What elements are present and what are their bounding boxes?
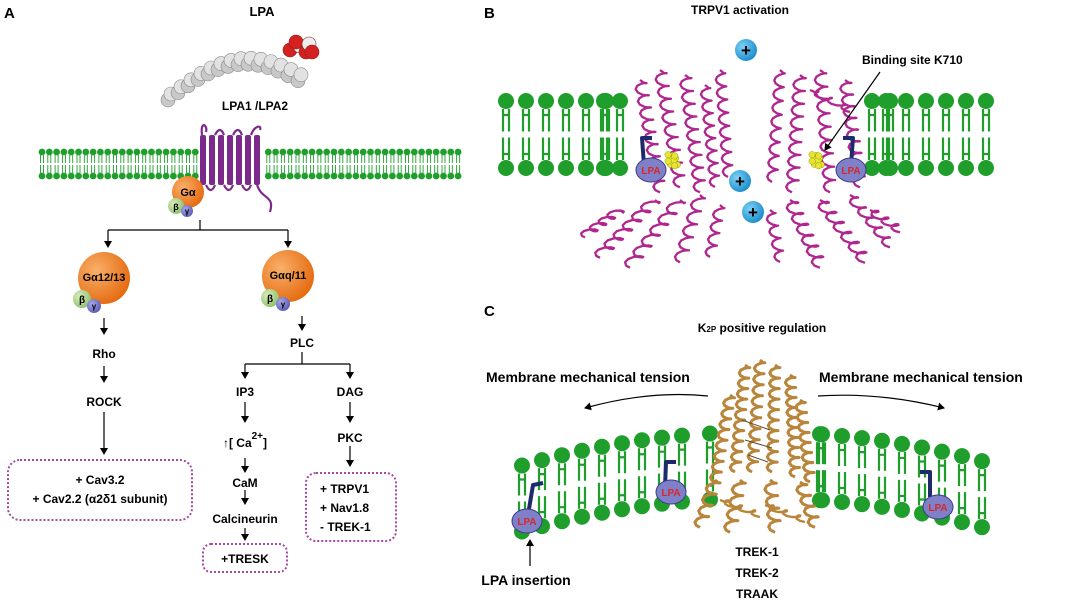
membrane-a — [38, 148, 462, 180]
binding-site-arrow — [824, 71, 881, 151]
trek2-channel-label: TREK-2 — [735, 566, 779, 580]
cav32-text: + Cav3.2 — [75, 473, 124, 487]
g-alpha-label: Gα — [180, 187, 196, 199]
tension-arrow-right — [817, 394, 945, 411]
lpa-c-3: LPA — [920, 470, 954, 520]
tension-left-label: Membrane mechanical tension — [486, 369, 690, 385]
tresk-text: +TRESK — [221, 552, 269, 566]
lpa-c-2: LPA — [655, 460, 687, 505]
dag-label: DAG — [337, 385, 364, 399]
lpa-c-1: LPA — [511, 481, 544, 534]
beta-label: β — [173, 202, 179, 212]
right-pathway-arrows — [241, 316, 354, 541]
plc-label: PLC — [290, 336, 314, 350]
membrane-b — [498, 93, 994, 176]
receptor-label: LPA1 /LPA2 — [222, 99, 289, 113]
gpcr-receptor — [200, 124, 273, 213]
bifurcation-arrows — [104, 220, 292, 248]
cav-box — [7, 459, 193, 521]
calcium-label: ↑[ Ca2+] — [223, 431, 267, 450]
pkc-label: PKC — [337, 431, 363, 445]
trpv1-protein — [580, 69, 901, 269]
ion-middle: + — [729, 170, 751, 192]
panel-b: B TRPV1 activation + + + LPA LPA — [484, 3, 994, 269]
ion-plus-2: + — [735, 172, 745, 191]
tresk-box — [202, 543, 288, 573]
trpv1-title: TRPV1 activation — [691, 3, 789, 17]
trpv1-text: + TRPV1 — [320, 482, 369, 496]
lpa-b-right: LPA — [835, 136, 867, 183]
g-protein-membrane: Gα β γ — [168, 176, 204, 217]
rho-label: Rho — [92, 347, 115, 361]
ion-top: + — [735, 39, 757, 61]
binding-site-label: Binding site K710 — [862, 53, 963, 67]
lpa-title: LPA — [249, 4, 275, 19]
traak-channel-label: TRAAK — [736, 587, 778, 601]
lpa-molecule — [160, 34, 320, 108]
lpa-insertion-label: LPA insertion — [481, 572, 570, 588]
beta-label-3: β — [267, 294, 273, 305]
k2p-channel — [693, 358, 820, 534]
gamma-label-2: γ — [92, 302, 97, 311]
k2p-title: K2P positive regulation — [698, 321, 826, 335]
panel-a: A LPA LPA1 /LPA2 Gα β γ Gα12/13 — [4, 4, 462, 573]
tension-right-label: Membrane mechanical tension — [819, 369, 1023, 385]
beta-label-2: β — [79, 295, 85, 306]
gamma-label: γ — [185, 207, 190, 216]
tension-arrow-left — [584, 393, 709, 411]
gq-11-label: Gαq/11 — [270, 270, 307, 282]
cav22-text: + Cav2.2 (α2δ1 subunit) — [32, 492, 167, 506]
gamma-label-3: γ — [281, 300, 286, 309]
lpa-c-3-text: LPA — [928, 503, 947, 514]
panel-c: C K2P positive regulation Membrane mecha… — [481, 303, 1023, 601]
binding-spheres — [664, 151, 825, 170]
lpa-c-1-text: LPA — [517, 517, 536, 528]
g12-13-label: Gα12/13 — [83, 272, 126, 284]
calcineurin-label: Calcineurin — [212, 512, 277, 526]
trek1-channel-label: TREK-1 — [735, 545, 779, 559]
rock-label: ROCK — [86, 395, 122, 409]
panel-a-letter: A — [4, 5, 15, 22]
nav18-text: + Nav1.8 — [320, 501, 369, 515]
gq-11-protein: Gαq/11 β γ — [261, 250, 314, 311]
ion-plus-3: + — [748, 203, 758, 222]
ion-plus-1: + — [741, 41, 751, 60]
ion-bottom: + — [742, 201, 764, 223]
panel-c-letter: C — [484, 303, 495, 320]
lpa-b-left-text: LPA — [641, 166, 660, 177]
cam-label: CaM — [232, 476, 257, 490]
trek1-text: - TREK-1 — [320, 520, 371, 534]
lpa-b-left: LPA — [635, 136, 667, 183]
trpv-box — [305, 472, 397, 542]
lpa-c-2-text: LPA — [661, 488, 680, 499]
ip3-label: IP3 — [236, 385, 254, 399]
lpa-b-right-text: LPA — [841, 166, 860, 177]
panel-b-letter: B — [484, 5, 495, 22]
g12-13-protein: Gα12/13 β γ — [73, 252, 130, 313]
